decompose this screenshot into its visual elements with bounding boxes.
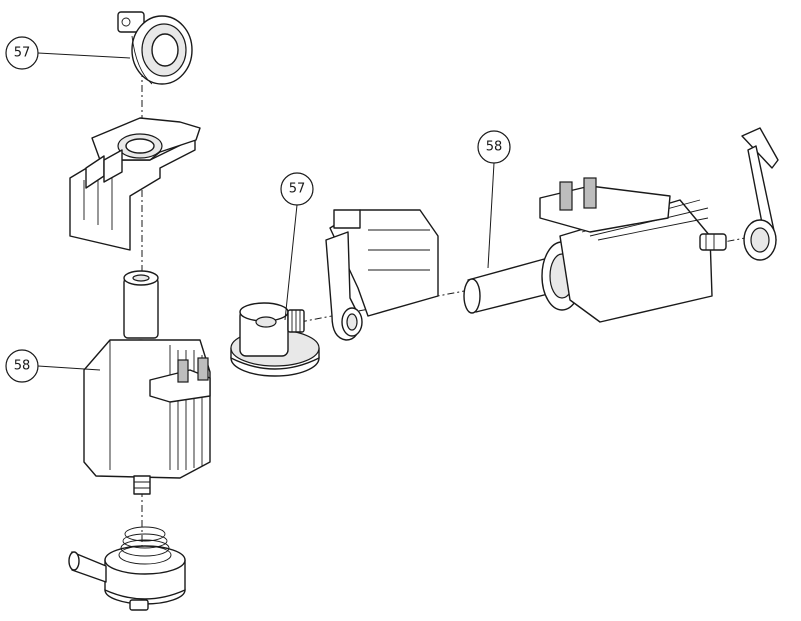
- callout-circle-2: [5, 349, 39, 383]
- bottom-valve-spring: [68, 526, 186, 611]
- callout-leader-3: [284, 204, 298, 321]
- callout-circle-3: [280, 172, 314, 206]
- part-58-pump-left: [83, 270, 211, 495]
- callout-leader-1: [37, 52, 131, 59]
- callout-leader-4: [487, 162, 495, 269]
- callout-label-1: 57: [14, 46, 31, 61]
- bracket-top-left: [69, 117, 201, 251]
- callout-label-2: 58: [14, 359, 31, 374]
- callout-leader-2: [37, 365, 101, 371]
- callout-label-4: 58: [486, 140, 503, 155]
- part-58-pump-right: [463, 177, 727, 323]
- clip-right: [741, 127, 779, 261]
- callout-circle-4: [477, 130, 511, 164]
- callout-label-3: 57: [289, 182, 306, 197]
- part-57-cap-middle: [230, 302, 320, 377]
- part-57-cap-top: [117, 11, 193, 85]
- bracket-middle: [325, 209, 439, 341]
- callout-circle-1: [5, 36, 39, 70]
